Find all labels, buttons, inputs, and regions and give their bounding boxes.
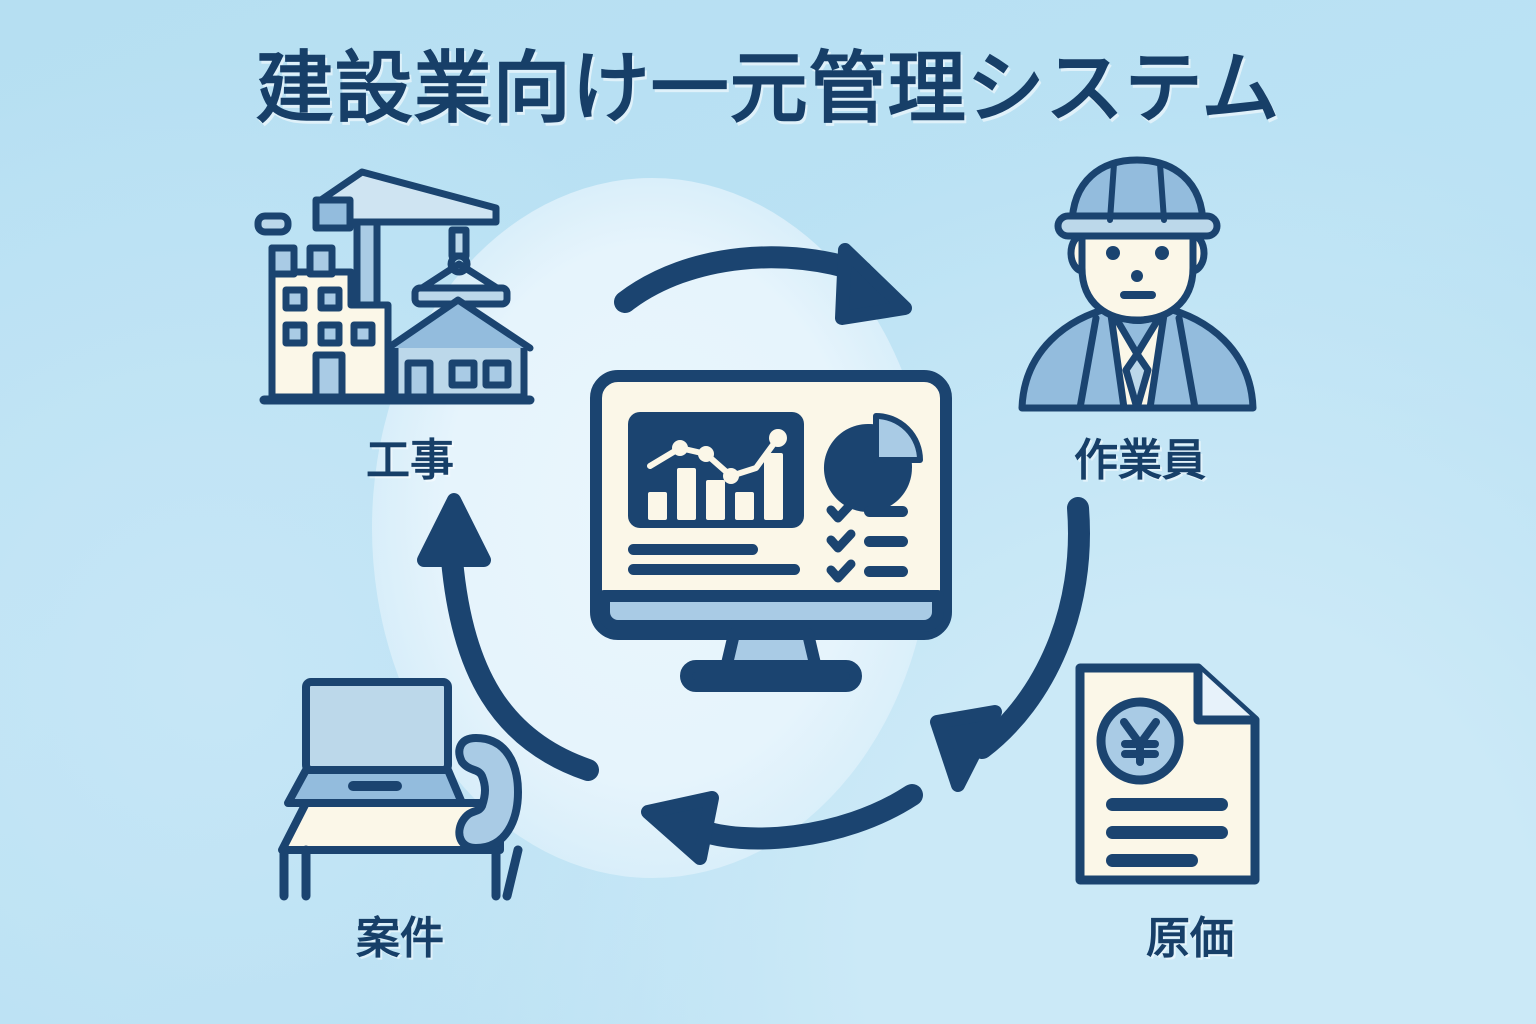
- node-label-koji: 工事: [366, 436, 454, 485]
- screen-checklist: [826, 499, 908, 583]
- node-label-genka: 原価: [1146, 914, 1234, 963]
- page-title: 建設業向け一元管理システム: [255, 44, 1281, 132]
- pie-chart-panel: [823, 413, 923, 512]
- bar-line-chart-panel: [628, 412, 804, 528]
- worker-icon[interactable]: [1010, 156, 1265, 412]
- dashboard-monitor-icon[interactable]: [588, 368, 954, 692]
- arrow-bottom: [641, 784, 923, 865]
- arrow-right: [930, 497, 1090, 792]
- node-label-sagyoin: 作業員: [1074, 436, 1206, 485]
- node-label-anken: 案件: [356, 914, 444, 963]
- arrow-left: [417, 493, 599, 781]
- arrow-top: [614, 243, 912, 325]
- screen-text-lines: [628, 544, 800, 575]
- desk-laptop-phone-icon[interactable]: [270, 668, 545, 901]
- construction-site-icon[interactable]: [254, 160, 558, 415]
- invoice-yen-icon[interactable]: [1070, 658, 1265, 890]
